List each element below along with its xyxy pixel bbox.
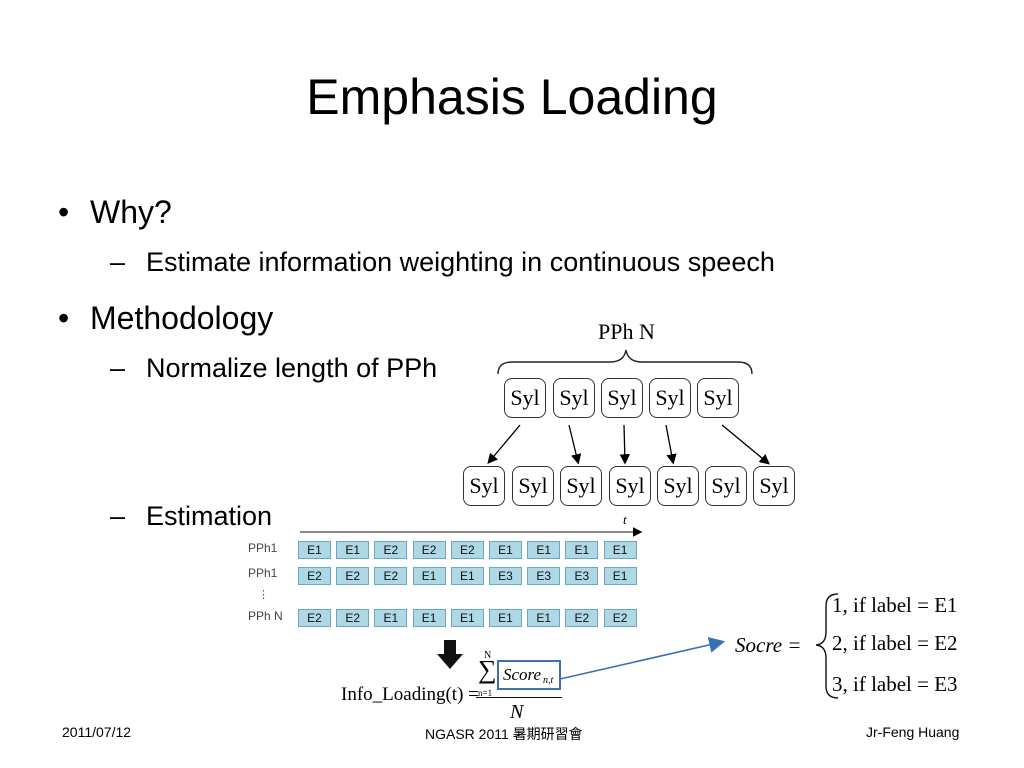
bullet-why-text: Why? (90, 194, 172, 230)
pph-brace (497, 349, 753, 375)
syllable-box-bottom: Syl (753, 466, 795, 506)
grid-cell: E1 (298, 541, 331, 559)
time-label: t (623, 512, 627, 527)
denominator: N (510, 701, 524, 723)
grid-cell: E3 (489, 567, 522, 585)
grid-cell: E2 (450, 541, 484, 559)
syllable-box-top: Syl (553, 378, 595, 418)
grid-cell: E1 (489, 609, 522, 627)
bullet-methodology: • Methodology (58, 298, 273, 338)
grid-cell: E2 (298, 567, 331, 585)
grid-cell: E3 (565, 567, 599, 585)
grid-cell: E2 (374, 567, 408, 585)
score-connector-arrow (559, 637, 726, 680)
sub-bullet-estimate: –Estimate information weighting in conti… (110, 245, 775, 279)
syllable-box-bottom: Syl (463, 466, 505, 506)
grid-cell: E3 (527, 567, 561, 585)
slide-title: Emphasis Loading (306, 69, 718, 125)
score-case: 3, if label = E3 (832, 672, 958, 696)
dash-glyph: – (110, 353, 126, 383)
arrow-line (665, 424, 677, 465)
footer-center: NGASR 2011 暑期研習會 (425, 726, 583, 742)
sum-lower-limit: n=1 (478, 688, 493, 698)
grid-cell: E1 (527, 609, 561, 627)
fraction-bar (476, 697, 562, 698)
syllable-box-top: Syl (601, 378, 643, 418)
sub-bullet-normalize: –Normalize length of PPh (110, 351, 437, 385)
syllable-box-bottom: Syl (560, 466, 602, 506)
grid-cell: E1 (603, 567, 637, 585)
bullet-methodology-text: Methodology (90, 300, 274, 336)
bullet-why: • Why? (58, 192, 172, 232)
footer-date: 2011/07/12 (62, 724, 132, 740)
grid-cell: E1 (603, 541, 637, 559)
grid-cell: E2 (336, 567, 370, 585)
score-subscript: n,t (543, 675, 554, 686)
grid-cell: E1 (336, 541, 370, 559)
grid-cell: E1 (374, 609, 408, 627)
row-label: PPh1 (248, 566, 278, 580)
row-label: PPh N (248, 609, 283, 623)
sub-bullet-estimation-text: Estimation (146, 501, 273, 531)
down-arrow-icon (437, 640, 463, 669)
dash-glyph: – (110, 247, 126, 277)
cases-brace (815, 593, 839, 699)
row-label: PPh1 (248, 541, 278, 555)
pph-label: PPh N (598, 319, 655, 344)
score-case: 2, if label = E2 (832, 631, 958, 655)
syllable-box-bottom: Syl (657, 466, 699, 506)
syllable-box-top: Syl (649, 378, 691, 418)
grid-cell: E1 (527, 541, 561, 559)
grid-cell: E2 (412, 541, 446, 559)
score-case: 1, if label = E1 (832, 593, 958, 617)
score-term: Score (503, 665, 542, 684)
arrow-line (487, 424, 521, 464)
sum-upper-limit: N (484, 650, 492, 661)
grid-cell: E1 (489, 541, 522, 559)
syllable-box-top: Syl (697, 378, 739, 418)
grid-cell: E2 (336, 609, 370, 627)
grid-cell: E1 (565, 541, 599, 559)
footer-author: Jr-Feng Huang (866, 724, 960, 740)
vertical-ellipsis: ⋮ (258, 589, 269, 601)
bullet-glyph: • (58, 300, 70, 336)
sum-symbol: ∑ (478, 655, 497, 684)
grid-cell: E2 (565, 609, 599, 627)
grid-cell: E2 (603, 609, 637, 627)
grid-cell: E1 (450, 567, 484, 585)
grid-cell: E1 (412, 567, 446, 585)
sub-bullet-estimate-text: Estimate information weighting in contin… (146, 247, 775, 277)
formula-lhs: Info_Loading(t) = (341, 684, 479, 705)
dash-glyph: – (110, 501, 126, 531)
score-def-lhs: Socre = (735, 633, 802, 657)
arrow-line (721, 424, 771, 465)
sub-bullet-normalize-text: Normalize length of PPh (146, 353, 438, 383)
grid-cell: E1 (450, 609, 484, 627)
syllable-box-top: Syl (504, 378, 546, 418)
bullet-glyph: • (58, 194, 70, 230)
syllable-box-bottom: Syl (705, 466, 747, 506)
grid-cell: E2 (374, 541, 408, 559)
arrow-line (568, 424, 582, 465)
sub-bullet-estimation: –Estimation (110, 499, 272, 533)
grid-cell: E1 (412, 609, 446, 627)
score-highlight-box: Score n,t (497, 660, 561, 690)
syllable-box-bottom: Syl (512, 466, 554, 506)
grid-cell: E2 (298, 609, 331, 627)
syllable-box-bottom: Syl (609, 466, 651, 506)
arrow-line (619, 424, 630, 465)
